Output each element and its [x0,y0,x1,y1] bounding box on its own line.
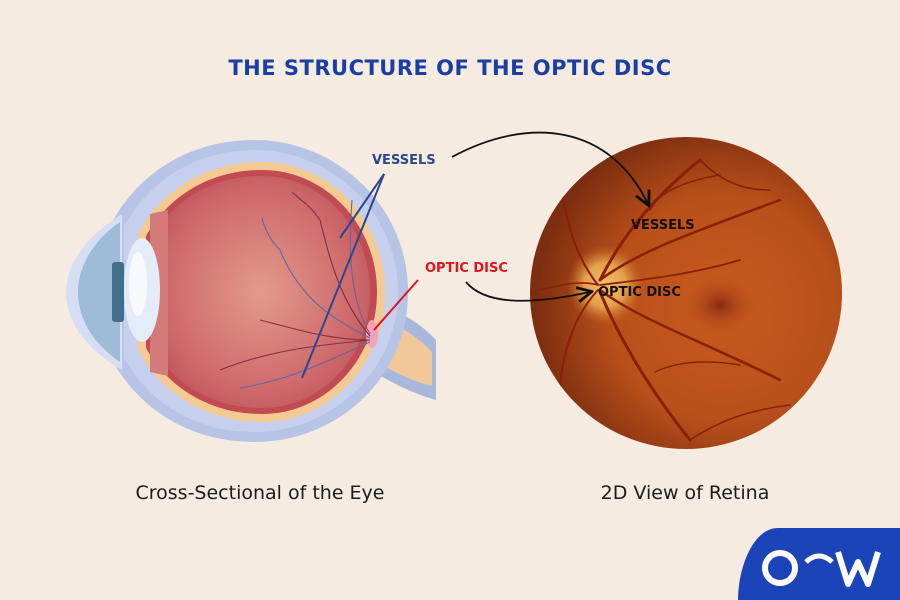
vessels-label-left: VESSELS [372,153,436,168]
vessels-label-retina: VESSELS [631,218,695,233]
ow-logo-icon: OW [738,528,900,600]
optic-disc-arrow [465,281,590,301]
optic-disc-label-retina: OPTIC DISC [598,285,681,300]
retina-caption: 2D View of Retina [600,482,770,504]
vitreous-body [152,176,370,408]
vessels-arrow [451,131,648,204]
vessels-pointer-1 [339,173,385,239]
optic-disc-label-left: OPTIC DISC [425,261,508,276]
eye-cross-section [66,140,436,442]
optic-disc-pointer [373,279,419,331]
vessels-cross-section [219,191,371,389]
page-title: THE STRUCTURE OF THE OPTIC DISC [228,56,672,80]
retina-vessels [539,149,791,442]
iris [112,262,124,322]
vessels-pointer-2 [301,173,385,379]
logo-text: OW [738,528,740,529]
optic-disc-section [366,320,378,348]
macula [682,275,758,335]
retina-2d-view [530,137,842,449]
cross-section-caption: Cross-Sectional of the Eye [135,482,385,504]
